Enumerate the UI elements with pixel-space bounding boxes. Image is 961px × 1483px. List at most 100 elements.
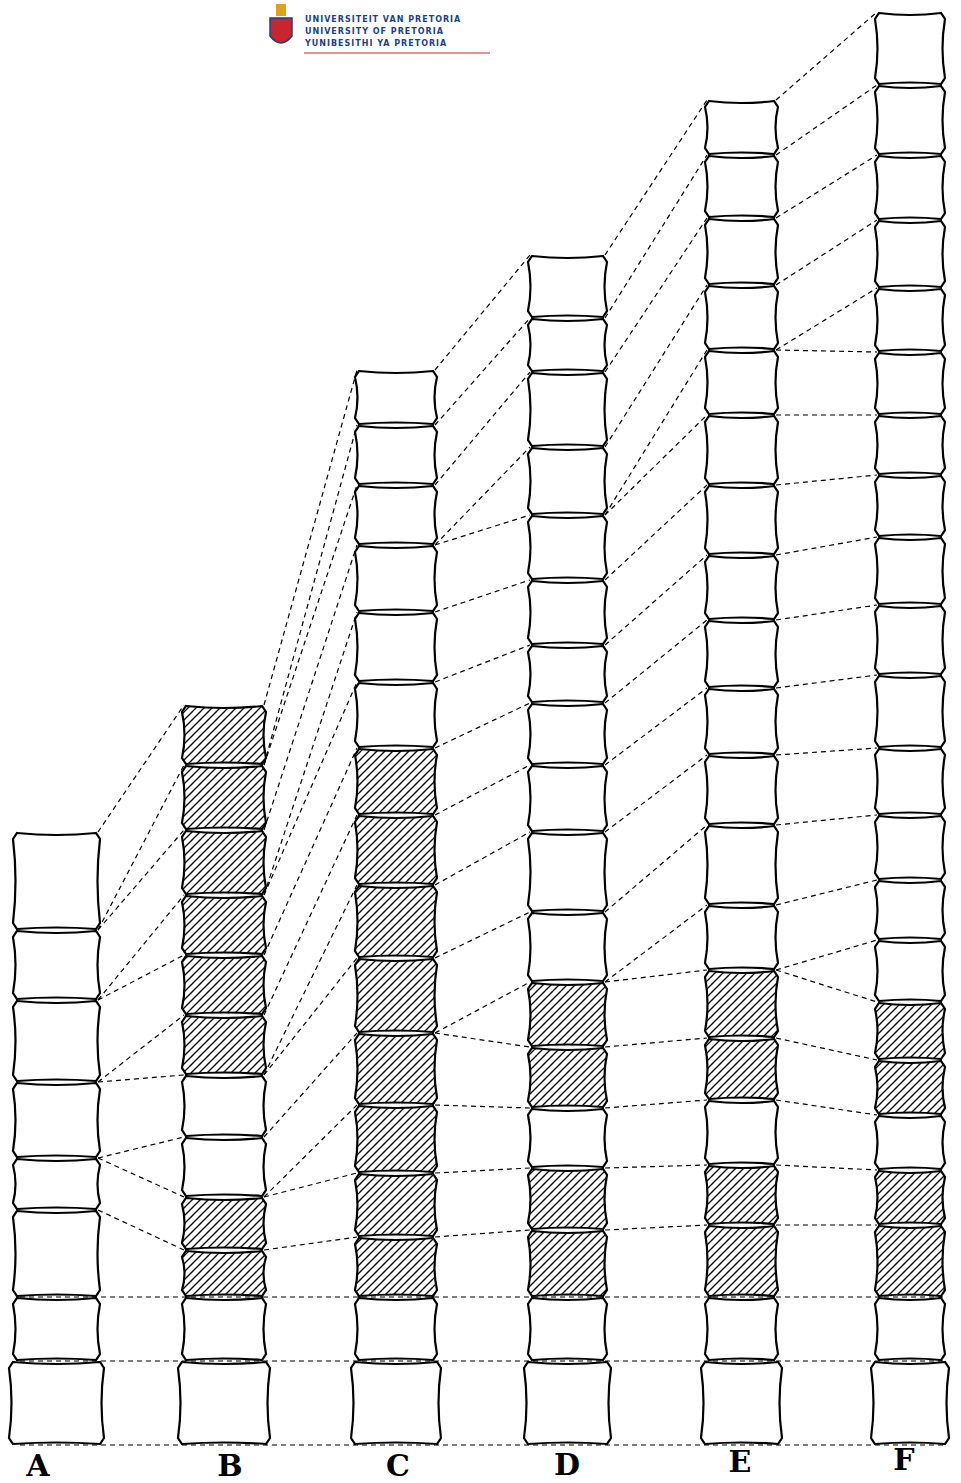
vertebra — [528, 319, 607, 371]
hatched-vertebra — [355, 1238, 437, 1296]
dashed-line — [605, 1225, 707, 1230]
vertebra — [528, 373, 607, 446]
hatched-vertebra — [528, 1169, 607, 1229]
dashed-line — [776, 155, 877, 218]
dashed-line — [605, 1038, 707, 1047]
dashed-line — [605, 485, 707, 580]
vertebra — [528, 766, 607, 831]
dashed-line — [435, 1105, 530, 1108]
dashed-line — [264, 425, 357, 765]
vertebra — [528, 913, 607, 981]
vertebra — [9, 1362, 104, 1444]
hatched-vertebra — [182, 896, 266, 954]
vertebra — [875, 606, 945, 674]
hatched-vertebra — [705, 1039, 778, 1099]
hatched-vertebra — [355, 886, 437, 957]
vertebra — [705, 1298, 778, 1360]
dashed-line — [605, 218, 707, 372]
hatched-vertebra — [528, 1231, 607, 1296]
column-letter: C — [386, 1451, 410, 1481]
vertebra — [875, 749, 945, 814]
dashed-line — [264, 1033, 357, 1137]
dashed-line — [20, 1444, 945, 1445]
vertebra — [705, 689, 778, 754]
vertebra — [528, 256, 607, 317]
dashed-line — [605, 1165, 707, 1168]
vertebra — [705, 219, 778, 284]
dashed-line — [605, 350, 707, 515]
hatched-vertebra — [182, 1016, 266, 1074]
dashed-line — [605, 905, 707, 982]
hatched-vertebra — [875, 1061, 945, 1114]
dashed-line — [776, 940, 877, 970]
dashed-line — [776, 288, 877, 350]
vertebra — [705, 621, 778, 687]
vertebra — [701, 1362, 782, 1444]
dashed-line — [776, 475, 877, 485]
vertebra — [705, 826, 778, 904]
vertebra — [875, 416, 945, 474]
vertebra — [875, 816, 945, 879]
dashed-line — [264, 815, 357, 1015]
dashed-line — [776, 605, 877, 620]
vertebra — [528, 646, 607, 702]
hatched-vertebra — [182, 831, 266, 894]
vertebral-column — [524, 256, 611, 1444]
vertebra — [13, 1001, 100, 1081]
vertebra — [875, 13, 945, 84]
dashed-line — [20, 1296, 945, 1297]
dashed-line — [98, 1075, 184, 1082]
vertebra — [355, 371, 437, 424]
dashed-line — [776, 537, 877, 555]
vertebra — [13, 1083, 100, 1157]
vertebral-column — [9, 833, 104, 1444]
dashed-line — [776, 1224, 877, 1225]
dashed-line — [264, 958, 357, 1075]
dashed-line — [605, 555, 707, 645]
hatched-vertebra — [705, 1226, 778, 1296]
dashed-line — [435, 255, 530, 370]
dashed-line — [435, 832, 530, 885]
dashed-line — [776, 880, 877, 905]
vertebra — [13, 931, 100, 999]
logo-text: YUNIBESITHI YA PRETORIA — [305, 40, 447, 48]
dashed-line — [264, 682, 357, 895]
dashed-line — [264, 1105, 357, 1197]
column-letter: D — [554, 1450, 580, 1480]
dashed-line — [435, 982, 530, 1033]
vertebra — [13, 1159, 100, 1209]
vertebra — [875, 1298, 945, 1360]
vertebral-column — [871, 13, 949, 1444]
dashed-line — [435, 515, 530, 545]
vertebra — [875, 941, 945, 1001]
column-letter: A — [26, 1451, 49, 1481]
hatched-vertebra — [182, 1251, 266, 1296]
dashed-line — [264, 885, 357, 1075]
university-crest — [270, 4, 292, 43]
vertebra — [875, 881, 945, 939]
vertebra — [705, 416, 778, 484]
dashed-line — [435, 1033, 530, 1047]
dashed-line — [20, 1360, 945, 1361]
hatched-vertebra — [355, 749, 437, 814]
vertebra — [705, 351, 778, 414]
vertebra — [875, 221, 945, 287]
dashed-line — [776, 970, 877, 1002]
dashed-line — [98, 1210, 184, 1250]
vertebra — [705, 756, 778, 824]
dashed-line — [98, 830, 184, 930]
logo-text: UNIVERSITEIT VAN PRETORIA — [305, 16, 461, 24]
dashed-line — [776, 1038, 877, 1060]
hatched-vertebra — [875, 1171, 945, 1224]
vertebra — [875, 676, 945, 747]
column-letter: B — [217, 1451, 242, 1481]
dashed-line — [776, 12, 877, 100]
dashed-line — [605, 970, 707, 982]
hatched-vertebra — [875, 1003, 945, 1059]
hatched-vertebra — [528, 1048, 607, 1107]
dashed-line — [264, 485, 357, 765]
vertebral-column — [178, 706, 270, 1444]
dashed-line — [264, 1237, 357, 1250]
